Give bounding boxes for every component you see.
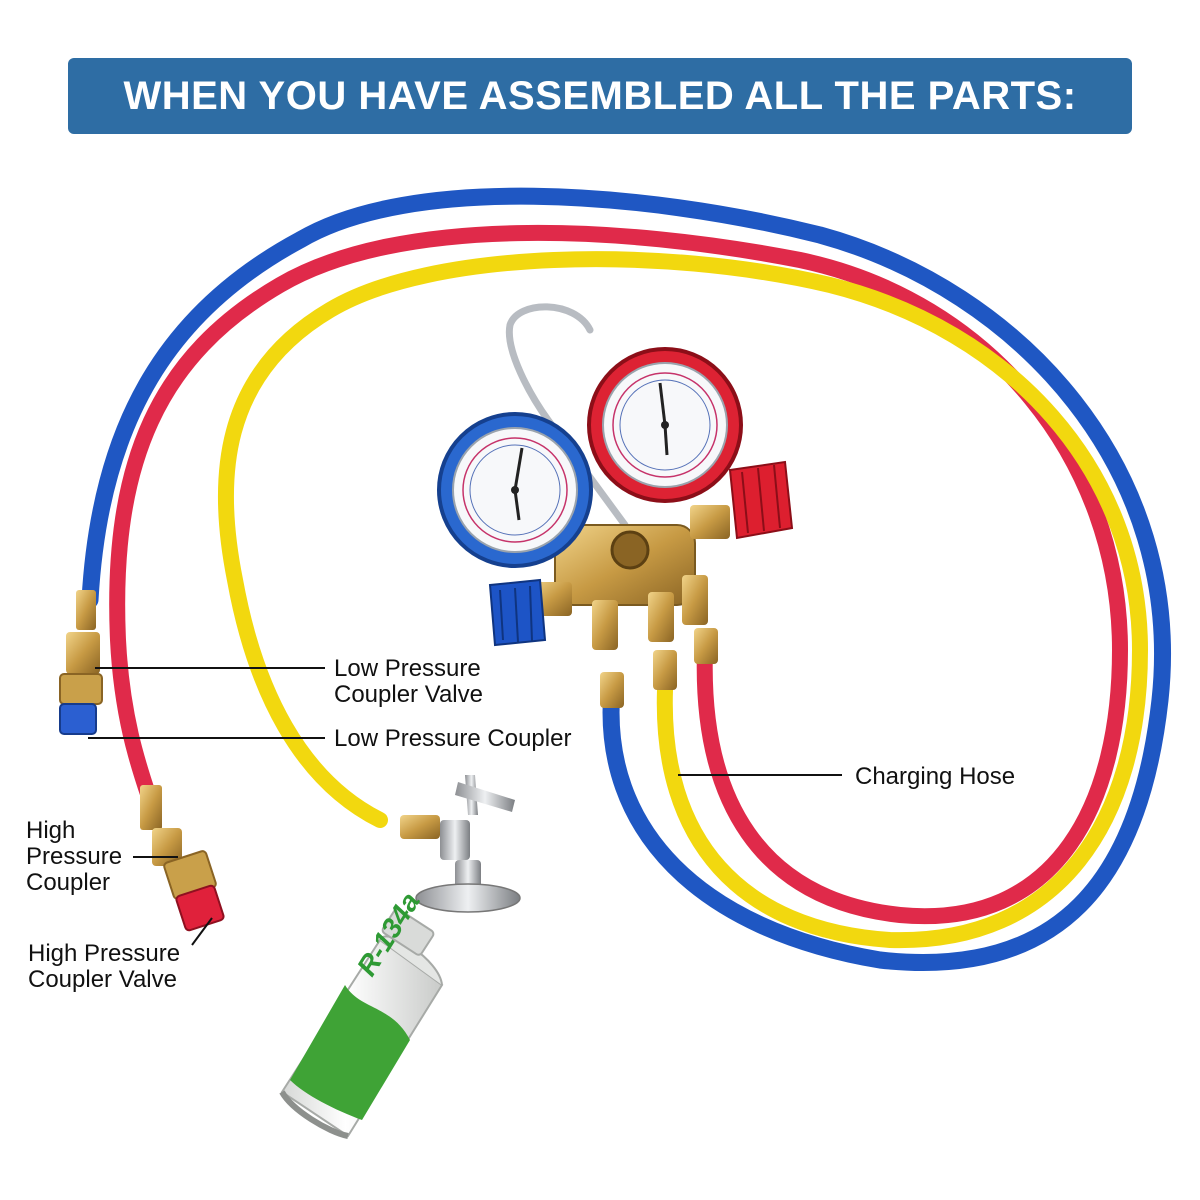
blue-knob-icon [488, 578, 547, 647]
label-high-pressure-coupler: High Pressure Coupler [26, 818, 122, 896]
banner-title: WHEN YOU HAVE ASSEMBLED ALL THE PARTS: [123, 73, 1077, 118]
yellow-hose [217, 251, 1149, 949]
port-left [592, 600, 618, 650]
red-hose-fitting [694, 628, 718, 664]
high-coupler-fitting [140, 785, 162, 830]
red-pressure-gauge-icon [587, 347, 743, 503]
red-hose [109, 224, 1129, 925]
manifold-port [610, 530, 650, 570]
label-charging-hose: Charging Hose [855, 763, 1016, 790]
title-banner: WHEN YOU HAVE ASSEMBLED ALL THE PARTS: [68, 58, 1132, 134]
port-right [682, 575, 708, 625]
low-coupler-nut [59, 673, 103, 705]
label-line: Coupler Valve [28, 966, 177, 993]
label-line: Coupler [26, 869, 111, 896]
low-coupler-fitting [76, 590, 96, 630]
right-valve-stem [690, 505, 730, 539]
blue-hose [81, 187, 1171, 972]
label-line: Low Pressure [334, 655, 481, 682]
label-line: Coupler Valve [334, 681, 483, 708]
leader-high-coupler-valve [191, 917, 213, 946]
red-knob-icon [728, 460, 794, 540]
label-line: High Pressure [28, 940, 181, 967]
label-line: High [26, 817, 76, 844]
port-middle [648, 592, 674, 642]
label-line: Pressure [26, 843, 123, 870]
refrigerant-can-icon: R-134a [279, 887, 444, 1139]
label-low-pressure-coupler-valve: Low Pressure Coupler Valve [334, 656, 483, 708]
can-tap-valve-icon [400, 775, 521, 913]
yellow-hose-fitting [653, 650, 677, 690]
blue-pressure-gauge-icon [437, 412, 593, 568]
label-low-pressure-coupler: Low Pressure Coupler [334, 725, 572, 752]
hanger-hook [505, 303, 629, 529]
low-coupler-valve [66, 632, 100, 674]
label-high-pressure-coupler-valve: High Pressure Coupler Valve [28, 941, 180, 993]
low-coupler [59, 703, 97, 735]
blue-hose-fitting [600, 672, 624, 708]
